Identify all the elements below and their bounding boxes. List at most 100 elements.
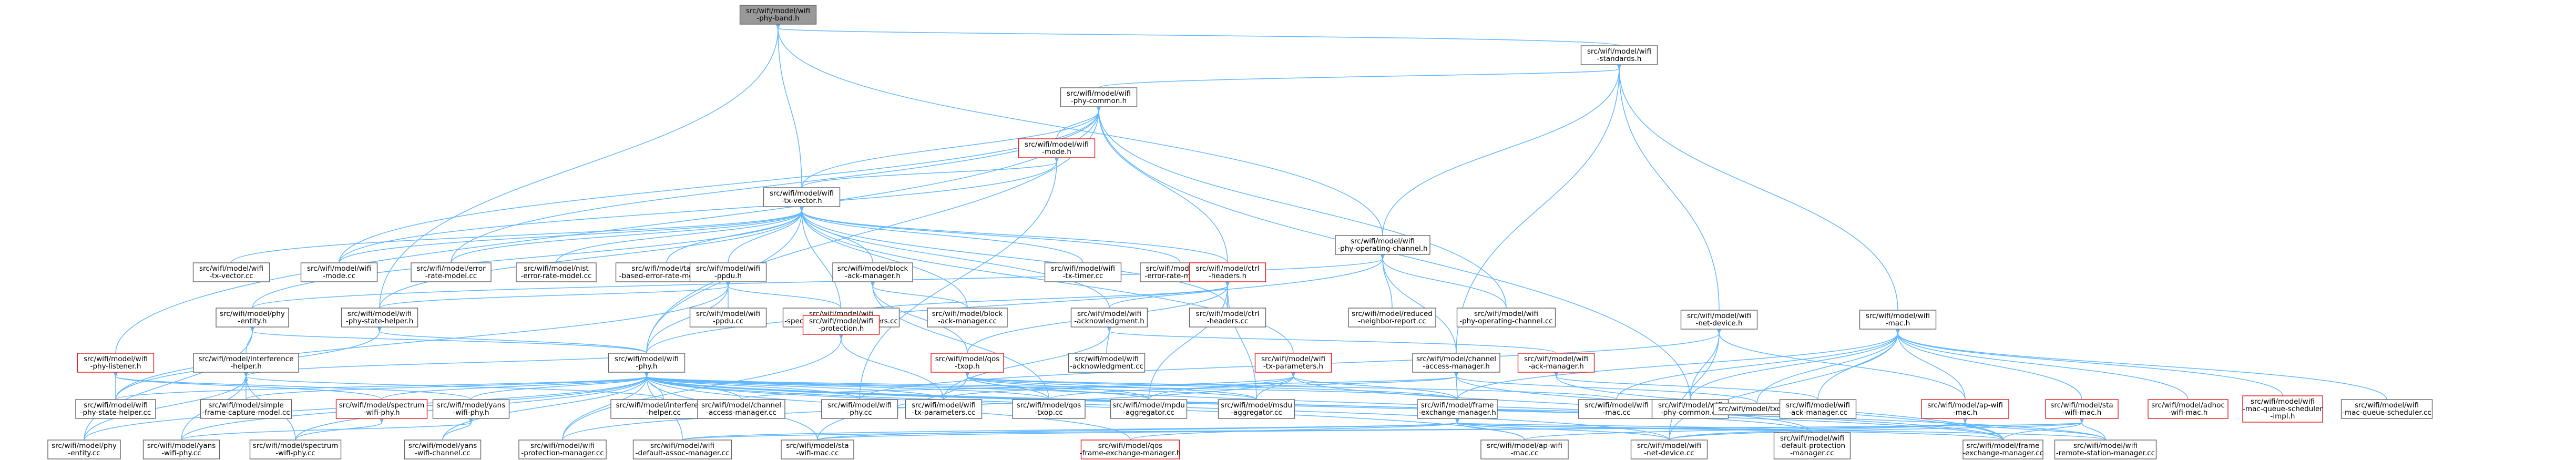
file-node-box[interactable] xyxy=(1417,399,1498,419)
file-node[interactable]: src/wifi/model/wifi-default-assoc-manage… xyxy=(632,439,732,459)
file-node-box[interactable] xyxy=(1068,353,1146,373)
file-node-box[interactable] xyxy=(341,308,418,328)
file-node[interactable]: src/wifi/model/wifi-phy-listener.h xyxy=(77,353,155,373)
file-node[interactable]: src/wifi/model/wifi-phy-common.cc xyxy=(1651,399,1729,419)
file-node-box[interactable] xyxy=(249,439,342,459)
file-node[interactable]: src/wifi/model/wifi-net-device.h xyxy=(1680,310,1758,330)
file-node[interactable]: src/wifi/model/interference-helper.h xyxy=(193,353,299,373)
file-node[interactable]: src/wifi/model/msdu-aggregator.cc xyxy=(1218,399,1295,419)
file-node[interactable]: src/wifi/model/wifi-acknowledgment.h xyxy=(1070,308,1148,328)
file-node-box[interactable] xyxy=(1630,439,1708,459)
file-node-box[interactable] xyxy=(632,439,732,459)
file-node[interactable]: src/wifi/model/wifi-mode.h xyxy=(1018,138,1096,158)
file-node-box[interactable] xyxy=(200,399,292,419)
file-node[interactable]: src/wifi/model/wifi-phy-operating-channe… xyxy=(1335,235,1430,255)
file-node[interactable]: src/wifi/model/error-rate-model.cc xyxy=(411,262,492,282)
file-node[interactable]: src/wifi/model/ctrl-headers.h xyxy=(1189,262,1266,282)
file-node-box[interactable] xyxy=(216,308,289,328)
file-node-box[interactable] xyxy=(1335,235,1430,255)
file-node-box[interactable] xyxy=(518,439,607,459)
file-node[interactable]: src/wifi/model/spectrum-wifi-phy.cc xyxy=(249,439,342,459)
file-node-box[interactable] xyxy=(335,399,428,419)
file-node[interactable]: src/wifi/model/wifi-net-device.cc xyxy=(1630,439,1708,459)
file-node-box[interactable] xyxy=(1080,439,1180,459)
file-node-box[interactable] xyxy=(1044,262,1122,282)
file-node-box[interactable] xyxy=(2045,399,2119,419)
file-node-box[interactable] xyxy=(1859,310,1937,330)
file-node[interactable]: src/wifi/model/phy-entity.cc xyxy=(47,439,121,459)
file-node[interactable]: src/wifi/model/wifi-acknowledgment.cc xyxy=(1068,353,1146,373)
file-node-box[interactable] xyxy=(2340,399,2433,419)
file-node-box[interactable] xyxy=(75,399,156,419)
file-node[interactable]: src/wifi/model/wifi-ack-manager.cc xyxy=(1779,399,1857,419)
file-node-box[interactable] xyxy=(1456,308,1556,328)
file-node[interactable]: src/wifi/model/wifi-phy-common.h xyxy=(1060,87,1138,107)
file-node[interactable]: src/wifi/model/wifi-protection-manager.c… xyxy=(518,439,607,459)
file-node-box[interactable] xyxy=(1012,399,1086,419)
file-node-box[interactable] xyxy=(1480,439,1569,459)
file-node-box[interactable] xyxy=(689,262,767,282)
file-node[interactable]: src/wifi/model/wifi-mac-queue-scheduler.… xyxy=(2340,399,2433,419)
file-node-box[interactable] xyxy=(300,262,378,282)
file-node-box[interactable] xyxy=(931,353,1004,373)
file-node-box[interactable] xyxy=(927,308,1008,328)
file-node[interactable]: src/wifi/model/wifi-phy-state-helper.h xyxy=(341,308,418,328)
file-node[interactable]: src/wifi/model/wifi-mode.cc xyxy=(300,262,378,282)
file-node[interactable]: src/wifi/model/wifi-phy-operating-channe… xyxy=(1456,308,1556,328)
file-node-box[interactable] xyxy=(1921,399,2009,419)
file-node-box[interactable] xyxy=(404,439,482,459)
file-node-box[interactable] xyxy=(1348,308,1436,328)
file-node[interactable]: src/wifi/model/wifi-phy.cc xyxy=(821,399,898,419)
file-node[interactable]: src/wifi/model/wifi-phy-band.h xyxy=(739,5,817,25)
file-node[interactable]: src/wifi/model/wifi-phy.h xyxy=(608,353,686,373)
file-node[interactable]: src/wifi/model/wifi-mac.cc xyxy=(1578,399,1655,419)
file-node[interactable]: src/wifi/model/sta-wifi-mac.cc xyxy=(781,439,854,459)
file-node[interactable]: src/wifi/model/qos-txop.cc xyxy=(1012,399,1086,419)
file-node-box[interactable] xyxy=(1578,399,1655,419)
file-node[interactable]: src/wifi/model/wifi-mac-queue-scheduler-… xyxy=(2242,395,2323,423)
file-node[interactable]: src/wifi/model/sta-wifi-mac.h xyxy=(2045,399,2119,419)
file-node-box[interactable] xyxy=(193,353,299,373)
file-node-box[interactable] xyxy=(802,315,880,335)
file-node[interactable]: src/wifi/model/wifi-ppdu.h xyxy=(689,262,767,282)
file-node-box[interactable] xyxy=(1060,87,1138,107)
file-node-box[interactable] xyxy=(192,262,270,282)
file-node[interactable]: src/wifi/model/wifi-ppdu.cc xyxy=(689,308,767,328)
file-node-box[interactable] xyxy=(1580,45,1658,65)
file-node-box[interactable] xyxy=(432,399,510,419)
file-node-box[interactable] xyxy=(1189,262,1266,282)
file-node[interactable]: src/wifi/model/ap-wifi-mac.h xyxy=(1921,399,2009,419)
file-node-box[interactable] xyxy=(1218,399,1295,419)
file-node[interactable]: src/wifi/model/block-ack-manager.h xyxy=(832,262,913,282)
file-node-box[interactable] xyxy=(1962,439,2043,459)
file-node-box[interactable] xyxy=(2242,395,2323,423)
file-node-box[interactable] xyxy=(905,399,983,419)
file-node-box[interactable] xyxy=(781,439,854,459)
file-node[interactable]: src/wifi/model/wifi-tx-parameters.h xyxy=(1254,353,1332,373)
file-node-box[interactable] xyxy=(689,308,767,328)
file-node[interactable]: src/wifi/model/yans-wifi-phy.cc xyxy=(142,439,220,459)
file-node-box[interactable] xyxy=(1018,138,1096,158)
file-node[interactable]: src/wifi/model/nist-error-rate-model.cc xyxy=(516,262,597,282)
file-node-box[interactable] xyxy=(608,353,686,373)
file-node-box[interactable] xyxy=(77,353,155,373)
file-node[interactable]: src/wifi/model/wifi-remote-station-manag… xyxy=(2054,439,2157,459)
file-node-box[interactable] xyxy=(1070,308,1148,328)
file-node-box[interactable] xyxy=(516,262,597,282)
file-node-box[interactable] xyxy=(2054,439,2157,459)
file-node-box[interactable] xyxy=(1773,432,1851,459)
file-node[interactable]: src/wifi/model/frame-exchange-manager.h xyxy=(1417,399,1498,419)
file-node-box[interactable] xyxy=(411,262,492,282)
file-node[interactable]: src/wifi/model/wifi-default-protection-m… xyxy=(1773,432,1851,459)
file-node[interactable]: src/wifi/model/spectrum-wifi-phy.h xyxy=(335,399,428,419)
file-node-box[interactable] xyxy=(739,5,817,25)
file-node-box[interactable] xyxy=(1680,310,1758,330)
file-node[interactable]: src/wifi/model/wifi-tx-vector.h xyxy=(763,187,841,207)
file-node[interactable]: src/wifi/model/reduced-neighbor-report.c… xyxy=(1348,308,1436,328)
file-node-box[interactable] xyxy=(2148,399,2229,419)
file-node[interactable]: src/wifi/model/channel-access-manager.h xyxy=(1412,353,1500,373)
file-node-box[interactable] xyxy=(763,187,841,207)
file-node[interactable]: src/wifi/model/wifi-tx-timer.cc xyxy=(1044,262,1122,282)
file-node[interactable]: src/wifi/model/txop.cc xyxy=(1713,403,1801,415)
file-node-box[interactable] xyxy=(1517,353,1595,373)
